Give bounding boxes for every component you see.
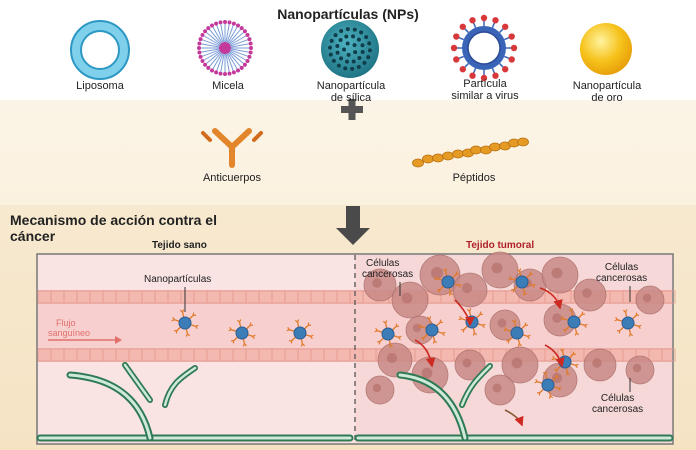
cancer-cells-label-line: cancerosas	[596, 273, 648, 284]
targeted-nanoparticle-icon	[503, 319, 531, 347]
targeted-nanoparticle-icon	[171, 309, 199, 337]
targeted-nanoparticle-icon	[286, 319, 314, 347]
cancer-cells-label-line: Células	[604, 262, 639, 273]
np-label-micelle: Micela	[173, 80, 283, 92]
cancer-cells-label-line: Células	[366, 258, 400, 269]
blood-flow-label-line: sanguíneo	[48, 328, 91, 338]
targeted-nanoparticle-icon	[418, 316, 446, 344]
cancer-cells-label-line: cancerosas	[362, 269, 414, 280]
peptide-icon	[412, 137, 529, 168]
ligand-label-peptides: Péptidos	[452, 172, 496, 184]
down-arrow-icon	[336, 206, 370, 245]
mechanism-title-line: cáncer	[10, 228, 56, 244]
cancer-cells-label-line: Células	[600, 393, 635, 404]
np-label-line: Micela	[212, 80, 244, 92]
blood-flow-label: Flujo sanguíneo	[48, 318, 90, 338]
np-label-gold: Nanopartícula de oro	[552, 80, 662, 104]
cancer-cells-label-1: Células cancerosas	[362, 258, 413, 280]
targeted-nanoparticle-icon	[374, 320, 402, 348]
targeted-nanoparticle-icon	[434, 268, 462, 296]
cancer-cells-label-3: Células cancerosas	[592, 393, 643, 415]
flow-arrow	[48, 336, 122, 344]
mechanism-title: Mecanismo de acción contra el cáncer	[10, 212, 310, 244]
np-label-line: Nanopartícula	[316, 80, 386, 92]
targeted-nanoparticle-icon	[560, 308, 588, 336]
targeted-nanoparticle-icon	[228, 319, 256, 347]
tumor-tissue-title: Tejido tumoral	[466, 240, 535, 251]
virus-like-particle-icon	[450, 14, 518, 82]
targeted-nanoparticle-icon	[614, 309, 642, 337]
nanoparticles-label: Nanopartículas	[144, 274, 212, 285]
cancer-cells-label-line: cancerosas	[592, 404, 644, 415]
np-label-line: de oro	[591, 92, 623, 104]
plus-icon	[341, 99, 363, 120]
gold-nanoparticle-icon	[580, 23, 632, 75]
np-label-line: similar a virus	[451, 90, 519, 102]
healthy-tissue-title: Tejido sano	[152, 240, 207, 251]
extravasation-arrows	[414, 287, 565, 427]
np-label-silica: Nanopartícula de sílica	[296, 80, 406, 104]
np-label-vlp: Partícula similar a virus	[430, 78, 540, 102]
blood-flow-label-line: Flujo	[56, 318, 76, 328]
liposome-icon	[70, 20, 130, 80]
micelle-icon	[197, 20, 253, 76]
targeted-nanoparticle-icon	[508, 268, 536, 296]
silica-nanoparticle-icon	[321, 20, 379, 78]
figure-title: Nanopartículas (NPs)	[277, 6, 419, 22]
np-label-line: Nanopartícula	[572, 80, 642, 92]
leader-lines	[184, 282, 631, 392]
vasculature	[36, 362, 674, 442]
mechanism-title-line: Mecanismo de acción contra el	[10, 212, 217, 228]
np-label-line: de sílica	[330, 92, 372, 104]
targeted-nanoparticle-icon	[534, 371, 562, 399]
np-label-liposome: Liposoma	[45, 80, 155, 92]
ligand-label-antibodies: Anticuerpos	[202, 172, 262, 184]
antibody-icon	[201, 128, 263, 168]
np-label-line: Partícula	[463, 78, 507, 90]
np-label-line: Liposoma	[76, 80, 124, 92]
cancer-cells-label-2: Células cancerosas	[596, 262, 647, 284]
